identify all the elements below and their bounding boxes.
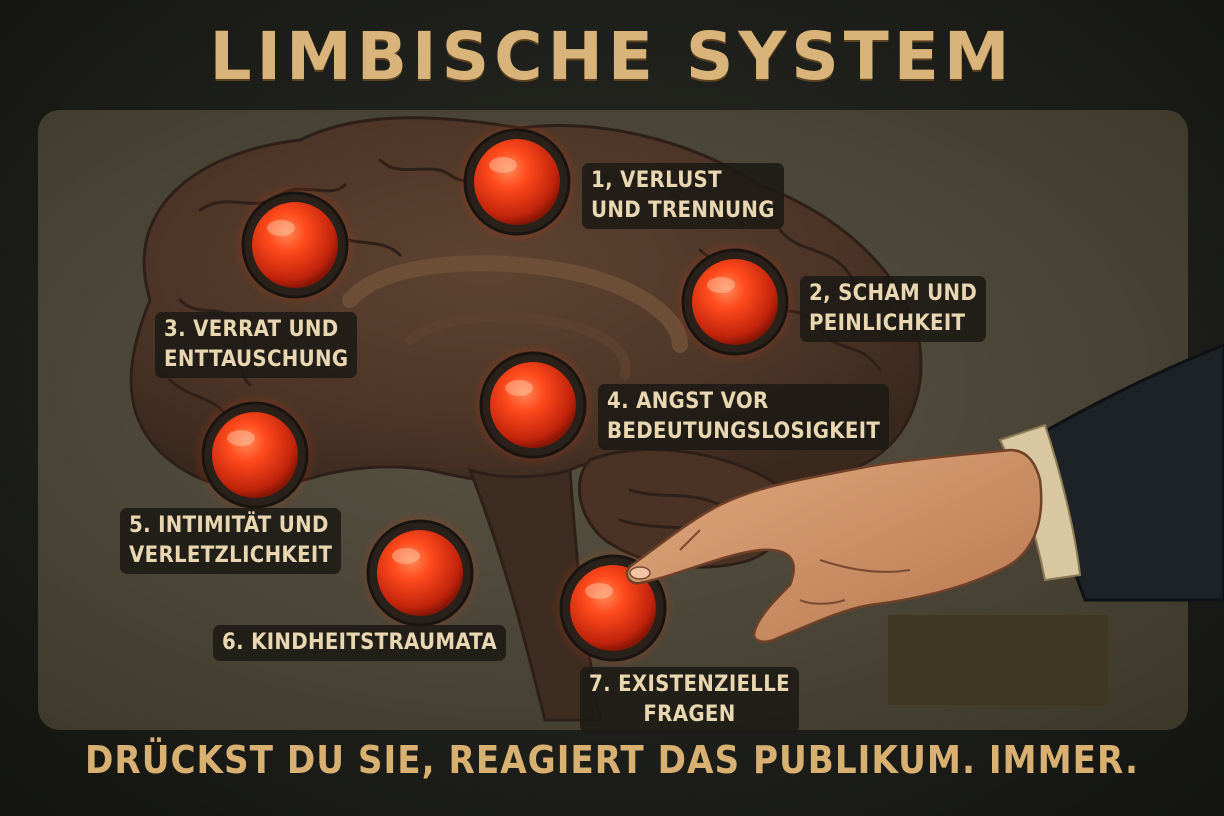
label-loss-separation: 1, VERLUST UND TRENNUNG <box>582 163 784 229</box>
button-2[interactable] <box>673 240 797 364</box>
redaction-box <box>888 615 1108 705</box>
button-7[interactable] <box>551 546 675 670</box>
button-5[interactable] <box>193 393 317 517</box>
label-betrayal-disappointment: 3. VERRAT UND ENTTAUSCHUNG <box>155 312 358 378</box>
label-childhood-trauma: 6. KINDHEITSTRAUMATA <box>213 625 506 661</box>
footer-caption: DRÜCKST DU SIE, REAGIERT DAS PUBLIKUM. I… <box>85 738 1139 782</box>
button-6[interactable] <box>358 511 482 635</box>
pointing-hand-icon <box>625 343 1224 643</box>
page-title: LIMBISCHE SYSTEM <box>209 18 1015 95</box>
label-existential-questions: 7. EXISTENZIELLE FRAGEN <box>580 667 799 733</box>
button-3[interactable] <box>233 183 357 307</box>
button-1[interactable] <box>455 120 579 244</box>
label-shame-embarrassment: 2, SCHAM UND PEINLICHKEIT <box>800 276 987 342</box>
label-intimacy-vulnerability: 5. INTIMITÄT UND VERLETZLICHKEIT <box>120 508 342 574</box>
button-4[interactable] <box>471 343 595 467</box>
label-fear-insignificance: 4. ANGST VOR BEDEUTUNGSLOSIGKEIT <box>598 384 890 450</box>
